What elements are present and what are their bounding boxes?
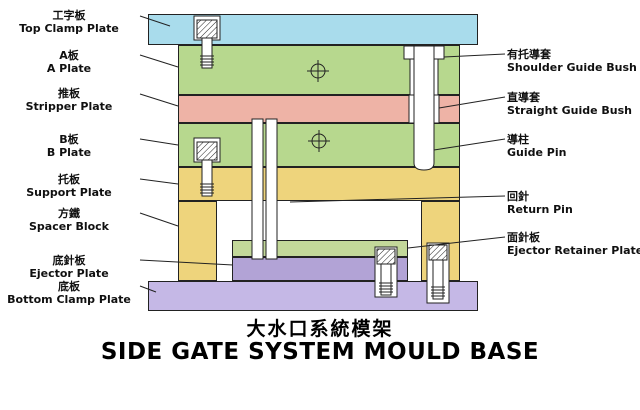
label-zh: B板: [59, 133, 79, 146]
label-en: Ejector Retainer Plate: [507, 244, 640, 257]
label-en: Bottom Clamp Plate: [7, 293, 131, 306]
label-a-plate: A板 A Plate: [0, 49, 138, 75]
label-en: Support Plate: [26, 186, 112, 199]
b-plate: [178, 123, 460, 167]
label-zh: 方鐵: [58, 207, 80, 220]
label-bottom-clamp-plate: 底板 Bottom Clamp Plate: [0, 280, 138, 306]
ejector-retainer-plate: [232, 240, 408, 257]
label-zh: 導柱: [507, 133, 529, 146]
label-zh: 面針板: [507, 231, 540, 244]
a-plate: [178, 45, 460, 95]
stripper-plate: [178, 95, 460, 123]
label-en: A Plate: [46, 62, 92, 75]
label-b-plate: B板 B Plate: [0, 133, 138, 159]
label-ejector-retainer-plate: 面針板 Ejector Retainer Plate: [507, 231, 640, 257]
label-zh: 直導套: [507, 91, 540, 104]
label-zh: 工字板: [52, 9, 86, 22]
label-en: Shoulder Guide Bush: [507, 61, 637, 74]
label-stripper-plate: 推板 Stripper Plate: [0, 87, 138, 113]
label-en: B Plate: [46, 146, 92, 159]
ejector-plate: [232, 257, 408, 281]
label-en: Stripper Plate: [25, 100, 113, 113]
label-en: Straight Guide Bush: [507, 104, 632, 117]
label-zh: A板: [59, 49, 79, 62]
label-zh: 托板: [58, 173, 80, 186]
label-zh: 底針板: [52, 254, 86, 267]
label-return-pin: 回針 Return Pin: [507, 190, 639, 216]
leader-spacer-block: [139, 212, 179, 227]
label-en: Ejector Plate: [29, 267, 109, 280]
label-straight-guide-bush: 直導套 Straight Guide Bush: [507, 91, 639, 117]
leader-stripper-plate: [139, 93, 179, 107]
label-zh: 回針: [507, 190, 529, 203]
label-en: Return Pin: [507, 203, 573, 216]
support-plate: [178, 167, 460, 201]
label-en: Guide Pin: [507, 146, 567, 159]
label-zh: 推板: [58, 87, 80, 100]
label-guide-pin: 導柱 Guide Pin: [507, 133, 639, 159]
label-support-plate: 托板 Support Plate: [0, 173, 138, 199]
spacer-block-left: [178, 201, 217, 281]
leader-a-plate: [139, 54, 179, 68]
spacer-block-right: [421, 201, 460, 281]
label-top-clamp-plate: 工字板 Top Clamp Plate: [0, 9, 138, 35]
label-zh: 有托導套: [507, 48, 551, 61]
leader-b-plate: [139, 138, 179, 146]
title-chinese: 大水口系統模架: [246, 318, 394, 340]
title-english: SIDE GATE SYSTEM MOULD BASE: [100, 339, 540, 365]
label-zh: 底板: [58, 280, 80, 293]
label-spacer-block: 方鐵 Spacer Block: [0, 207, 138, 233]
leader-support-plate: [139, 178, 179, 185]
top-clamp-plate: [148, 14, 478, 45]
label-en: Spacer Block: [28, 220, 109, 233]
label-en: Top Clamp Plate: [19, 22, 119, 35]
label-ejector-plate: 底針板 Ejector Plate: [0, 254, 138, 280]
bottom-clamp-plate: [148, 281, 478, 311]
label-shoulder-guide-bush: 有托導套 Shoulder Guide Bush: [507, 48, 639, 74]
